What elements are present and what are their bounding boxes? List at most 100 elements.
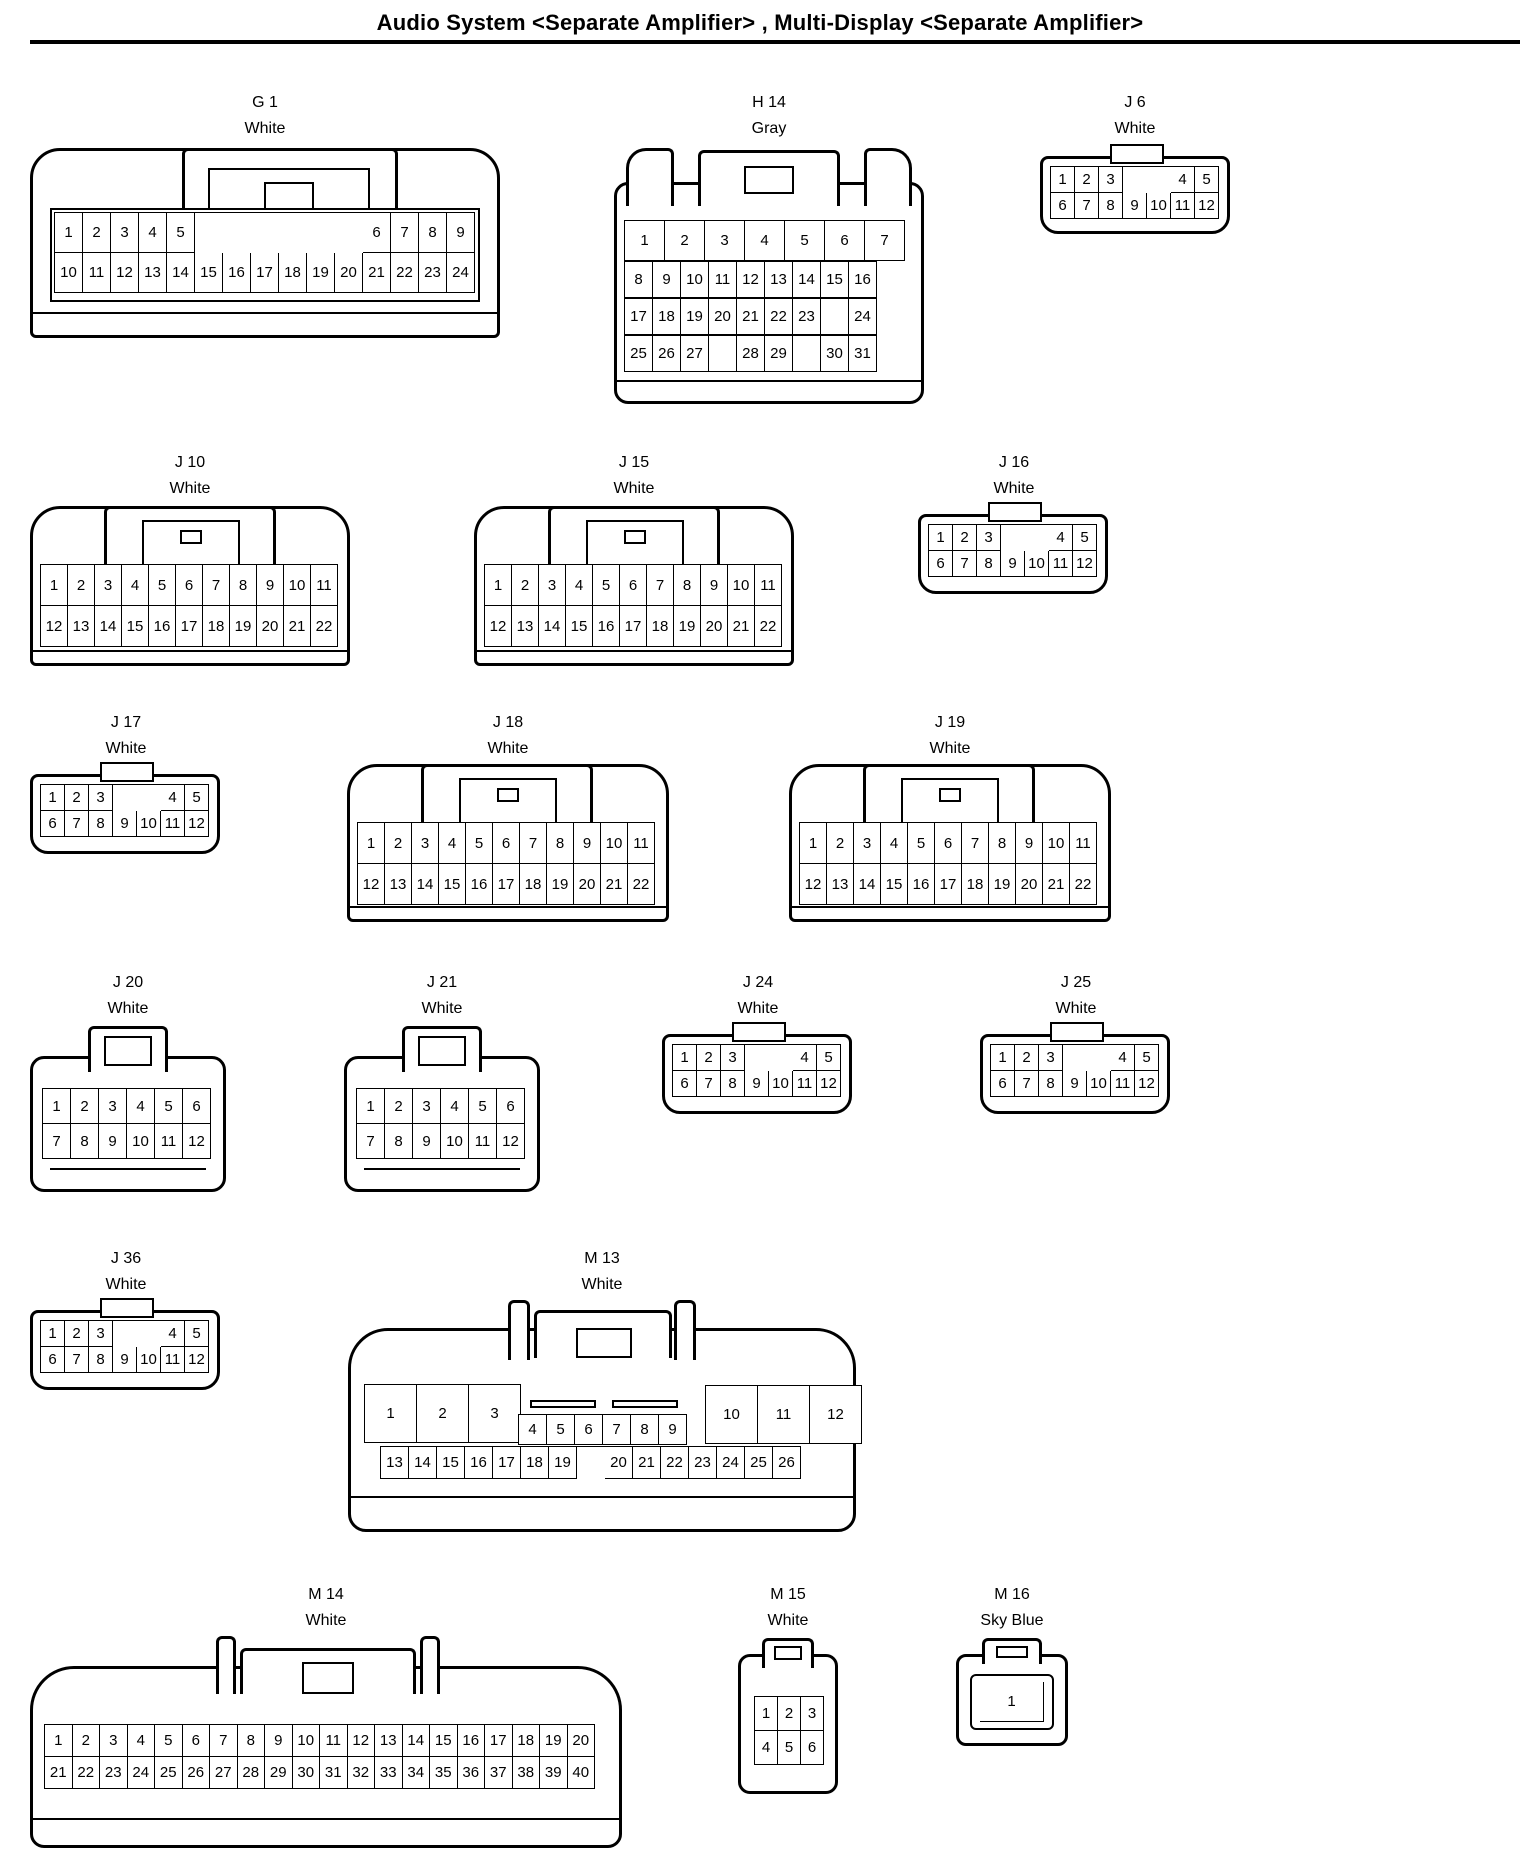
pin-cavity-empty xyxy=(279,213,307,253)
pin-1: 1 xyxy=(485,565,512,606)
pin-1: 1 xyxy=(41,1321,65,1347)
housing-base-line xyxy=(347,906,669,908)
pin-27: 27 xyxy=(681,336,709,372)
pin-8: 8 xyxy=(721,1071,745,1097)
pin-9: 9 xyxy=(113,811,137,837)
pin-19: 19 xyxy=(674,606,701,647)
pin-4: 4 xyxy=(1049,525,1073,551)
pin-16: 16 xyxy=(593,606,620,647)
connector-id: G 1 xyxy=(252,94,278,111)
pin-8: 8 xyxy=(1099,193,1123,219)
connector-lock-tab xyxy=(624,530,646,544)
connector-lock-tab xyxy=(996,1646,1028,1658)
pin-6: 6 xyxy=(497,1089,525,1124)
pin-14: 14 xyxy=(402,1725,430,1757)
pin-11: 11 xyxy=(1070,823,1097,864)
pin-3: 3 xyxy=(539,565,566,606)
pin-11: 11 xyxy=(469,1124,497,1159)
pin-20: 20 xyxy=(605,1447,633,1479)
pin-5: 5 xyxy=(185,1321,209,1347)
pin-15: 15 xyxy=(881,864,908,905)
pin-cavity-empty xyxy=(251,213,279,253)
pin-cavity-empty xyxy=(577,1447,605,1479)
pin-5: 5 xyxy=(185,785,209,811)
pin-5: 5 xyxy=(466,823,493,864)
connector-color: White xyxy=(421,1000,463,1017)
pin-20: 20 xyxy=(257,606,284,647)
pin-5: 5 xyxy=(593,565,620,606)
connector-color: Sky Blue xyxy=(980,1612,1044,1629)
pin-11: 11 xyxy=(311,565,338,606)
pin-10: 10 xyxy=(441,1124,469,1159)
pin-15: 15 xyxy=(821,262,849,298)
pin-6: 6 xyxy=(176,565,203,606)
pin-2: 2 xyxy=(385,1089,413,1124)
pin-22: 22 xyxy=(311,606,338,647)
pin-1: 1 xyxy=(625,221,665,261)
pin-2: 2 xyxy=(512,565,539,606)
connector-lock-inner xyxy=(901,778,999,828)
pin-2: 2 xyxy=(665,221,705,261)
pin-10: 10 xyxy=(601,823,628,864)
pin-11: 11 xyxy=(1049,551,1073,577)
pin-7: 7 xyxy=(953,551,977,577)
pin-38: 38 xyxy=(512,1757,540,1789)
pin-5: 5 xyxy=(547,1415,575,1445)
pin-11: 11 xyxy=(155,1124,183,1159)
pin-cavity-empty xyxy=(1001,525,1025,551)
pin-7: 7 xyxy=(357,1124,385,1159)
pin-2: 2 xyxy=(827,823,854,864)
housing-base-line xyxy=(614,380,924,382)
pin-7: 7 xyxy=(1075,193,1099,219)
pin-2: 2 xyxy=(697,1045,721,1071)
connector-id: H 14 xyxy=(752,94,786,111)
pin-10: 10 xyxy=(1147,193,1171,219)
pin-32: 32 xyxy=(347,1757,375,1789)
pin-26: 26 xyxy=(182,1757,210,1789)
connector-color: White xyxy=(107,1000,149,1017)
pin-10: 10 xyxy=(769,1071,793,1097)
pin-5: 5 xyxy=(469,1089,497,1124)
pin-22: 22 xyxy=(755,606,782,647)
pin-10: 10 xyxy=(681,262,709,298)
housing-base-line xyxy=(474,650,794,652)
pin-4: 4 xyxy=(161,785,185,811)
pin-cavity-empty xyxy=(1087,1045,1111,1071)
pin-18: 18 xyxy=(512,1725,540,1757)
pin-17: 17 xyxy=(493,864,520,905)
pin-1: 1 xyxy=(41,565,68,606)
pin-3: 3 xyxy=(977,525,1001,551)
pin-1: 1 xyxy=(357,1089,385,1124)
pin-23: 23 xyxy=(793,299,821,335)
pin-cavity-empty xyxy=(709,336,737,372)
pin-cavity-empty xyxy=(137,785,161,811)
pin-3: 3 xyxy=(721,1045,745,1071)
pin-20: 20 xyxy=(335,253,363,293)
connector-color: White xyxy=(581,1276,623,1293)
pin-9: 9 xyxy=(257,565,284,606)
pin-37: 37 xyxy=(485,1757,513,1789)
pin-6: 6 xyxy=(182,1725,210,1757)
pin-9: 9 xyxy=(701,565,728,606)
pin-11: 11 xyxy=(161,1347,185,1373)
connector-color: White xyxy=(244,120,286,137)
housing-base-line xyxy=(50,1168,206,1170)
pin-1: 1 xyxy=(43,1089,71,1124)
pin-25: 25 xyxy=(625,336,653,372)
pin-24: 24 xyxy=(849,299,877,335)
pin-21: 21 xyxy=(363,253,391,293)
pin-25: 25 xyxy=(155,1757,183,1789)
pin-divider-bar xyxy=(612,1400,678,1408)
pin-3: 3 xyxy=(1039,1045,1063,1071)
connector-lock-tab xyxy=(180,530,202,544)
